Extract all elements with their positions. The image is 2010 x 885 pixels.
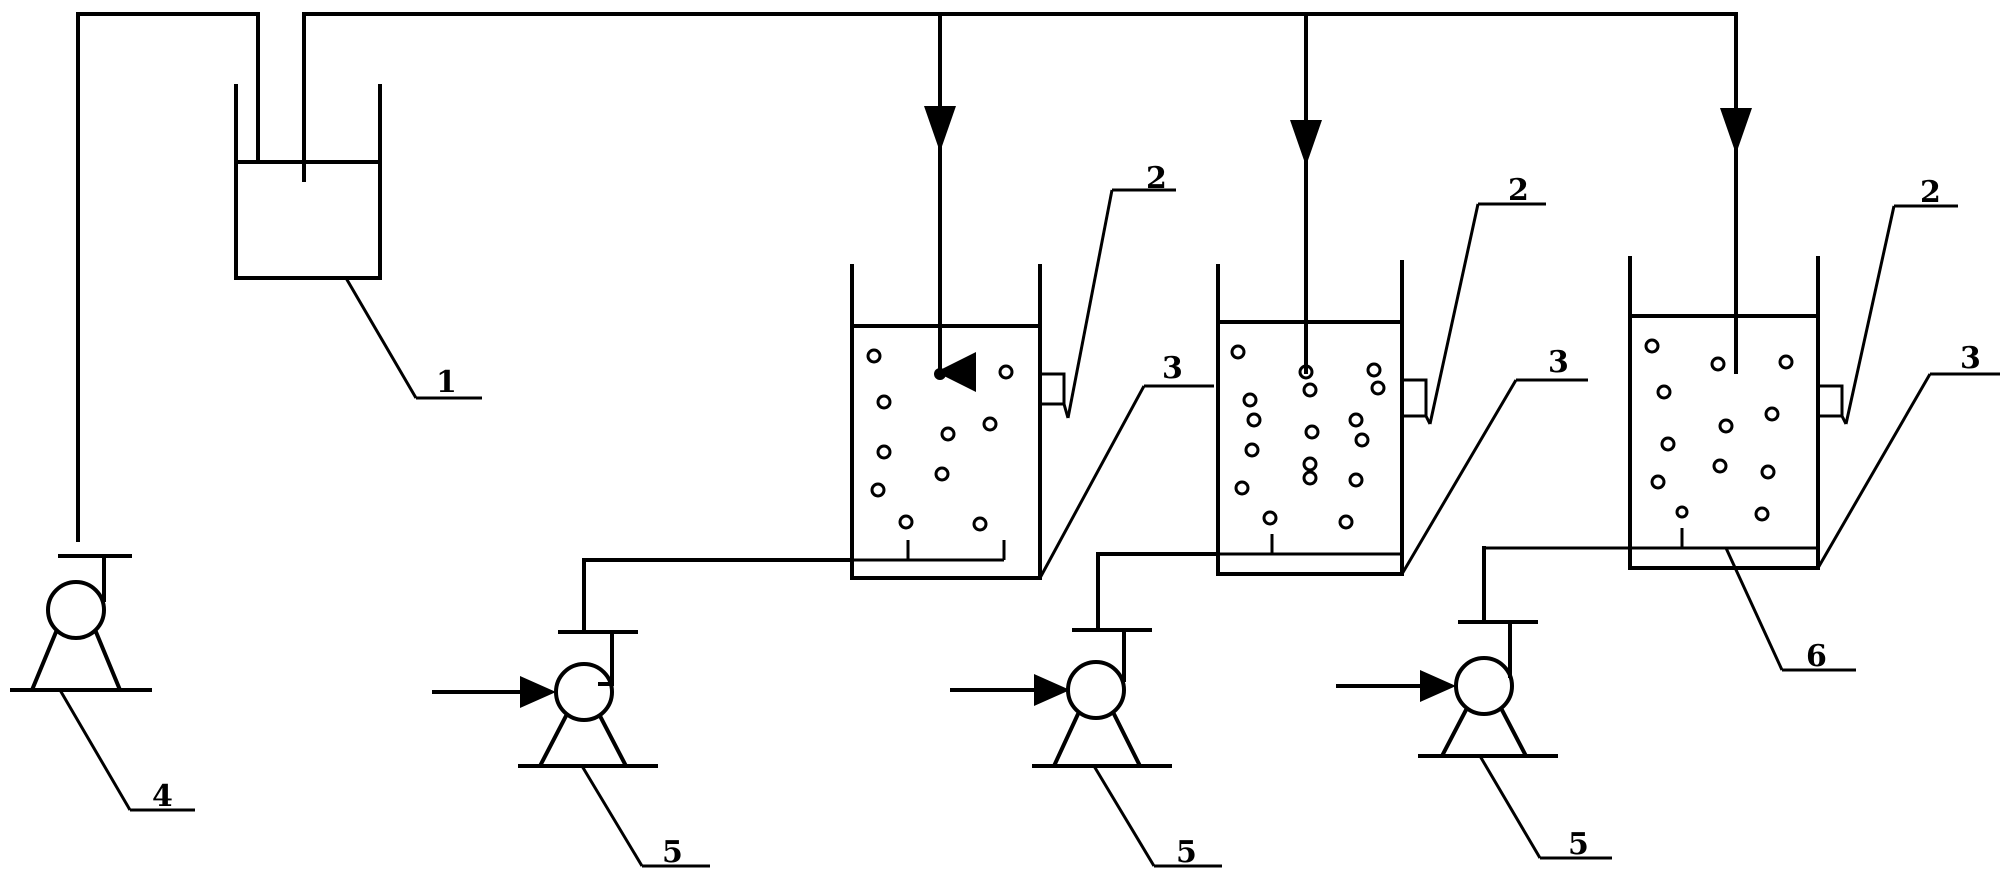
feed-arrow-3	[1720, 108, 1752, 154]
label-feed-pump: 4	[152, 779, 173, 814]
distribution-header	[302, 12, 1738, 68]
leader-line-3-b	[1400, 379, 1518, 575]
label-overflow-pipe-2: 2	[1508, 173, 1529, 208]
feed-pump	[10, 12, 260, 692]
feed-tank	[234, 12, 382, 280]
air-inlet-arrow-2	[1034, 674, 1070, 706]
leader-line-2-b	[1428, 203, 1480, 425]
reactor-3	[1484, 64, 1848, 570]
leader-line-5-c	[1478, 755, 1542, 859]
label-air-pump-1: 5	[662, 835, 683, 870]
label-outlet-pipe-3: 3	[1960, 341, 1981, 376]
air-inlet-arrow-3	[1420, 670, 1456, 702]
bubbles-1	[866, 348, 1014, 532]
reactor-1	[850, 12, 1070, 580]
feed-arrow-1	[924, 106, 956, 152]
leader-line-2-c	[1844, 205, 1896, 425]
label-feed-tank: 1	[436, 365, 457, 400]
label-overflow-pipe-3: 2	[1920, 175, 1941, 210]
reactor-2	[1216, 12, 1432, 576]
label-air-pump-2: 5	[1176, 835, 1197, 870]
leader-line-2-a	[1066, 189, 1114, 419]
leader-line-5-a	[580, 765, 644, 867]
label-air-pump-3: 5	[1568, 827, 1589, 862]
bubbles-2	[1230, 344, 1386, 530]
leader-line-6	[1724, 547, 1784, 671]
air-pump-3	[1336, 546, 1558, 758]
label-overflow-pipe-1: 2	[1146, 161, 1167, 196]
bubbles-3	[1644, 338, 1794, 522]
leader-line-4	[58, 689, 132, 811]
label-aerator: 6	[1806, 639, 1827, 674]
label-outlet-pipe-2: 3	[1548, 345, 1569, 380]
leader-line-5-b	[1092, 765, 1156, 867]
leader-line-1	[344, 277, 418, 399]
leader-line-3-a	[1038, 385, 1146, 579]
air-pump-2	[950, 552, 1220, 768]
feed-arrow-2	[1290, 120, 1322, 166]
air-pump-1	[432, 558, 854, 768]
air-inlet-arrow-1	[520, 676, 556, 708]
leader-line-3-c	[1816, 373, 1932, 569]
label-outlet-pipe-1: 3	[1162, 351, 1183, 386]
